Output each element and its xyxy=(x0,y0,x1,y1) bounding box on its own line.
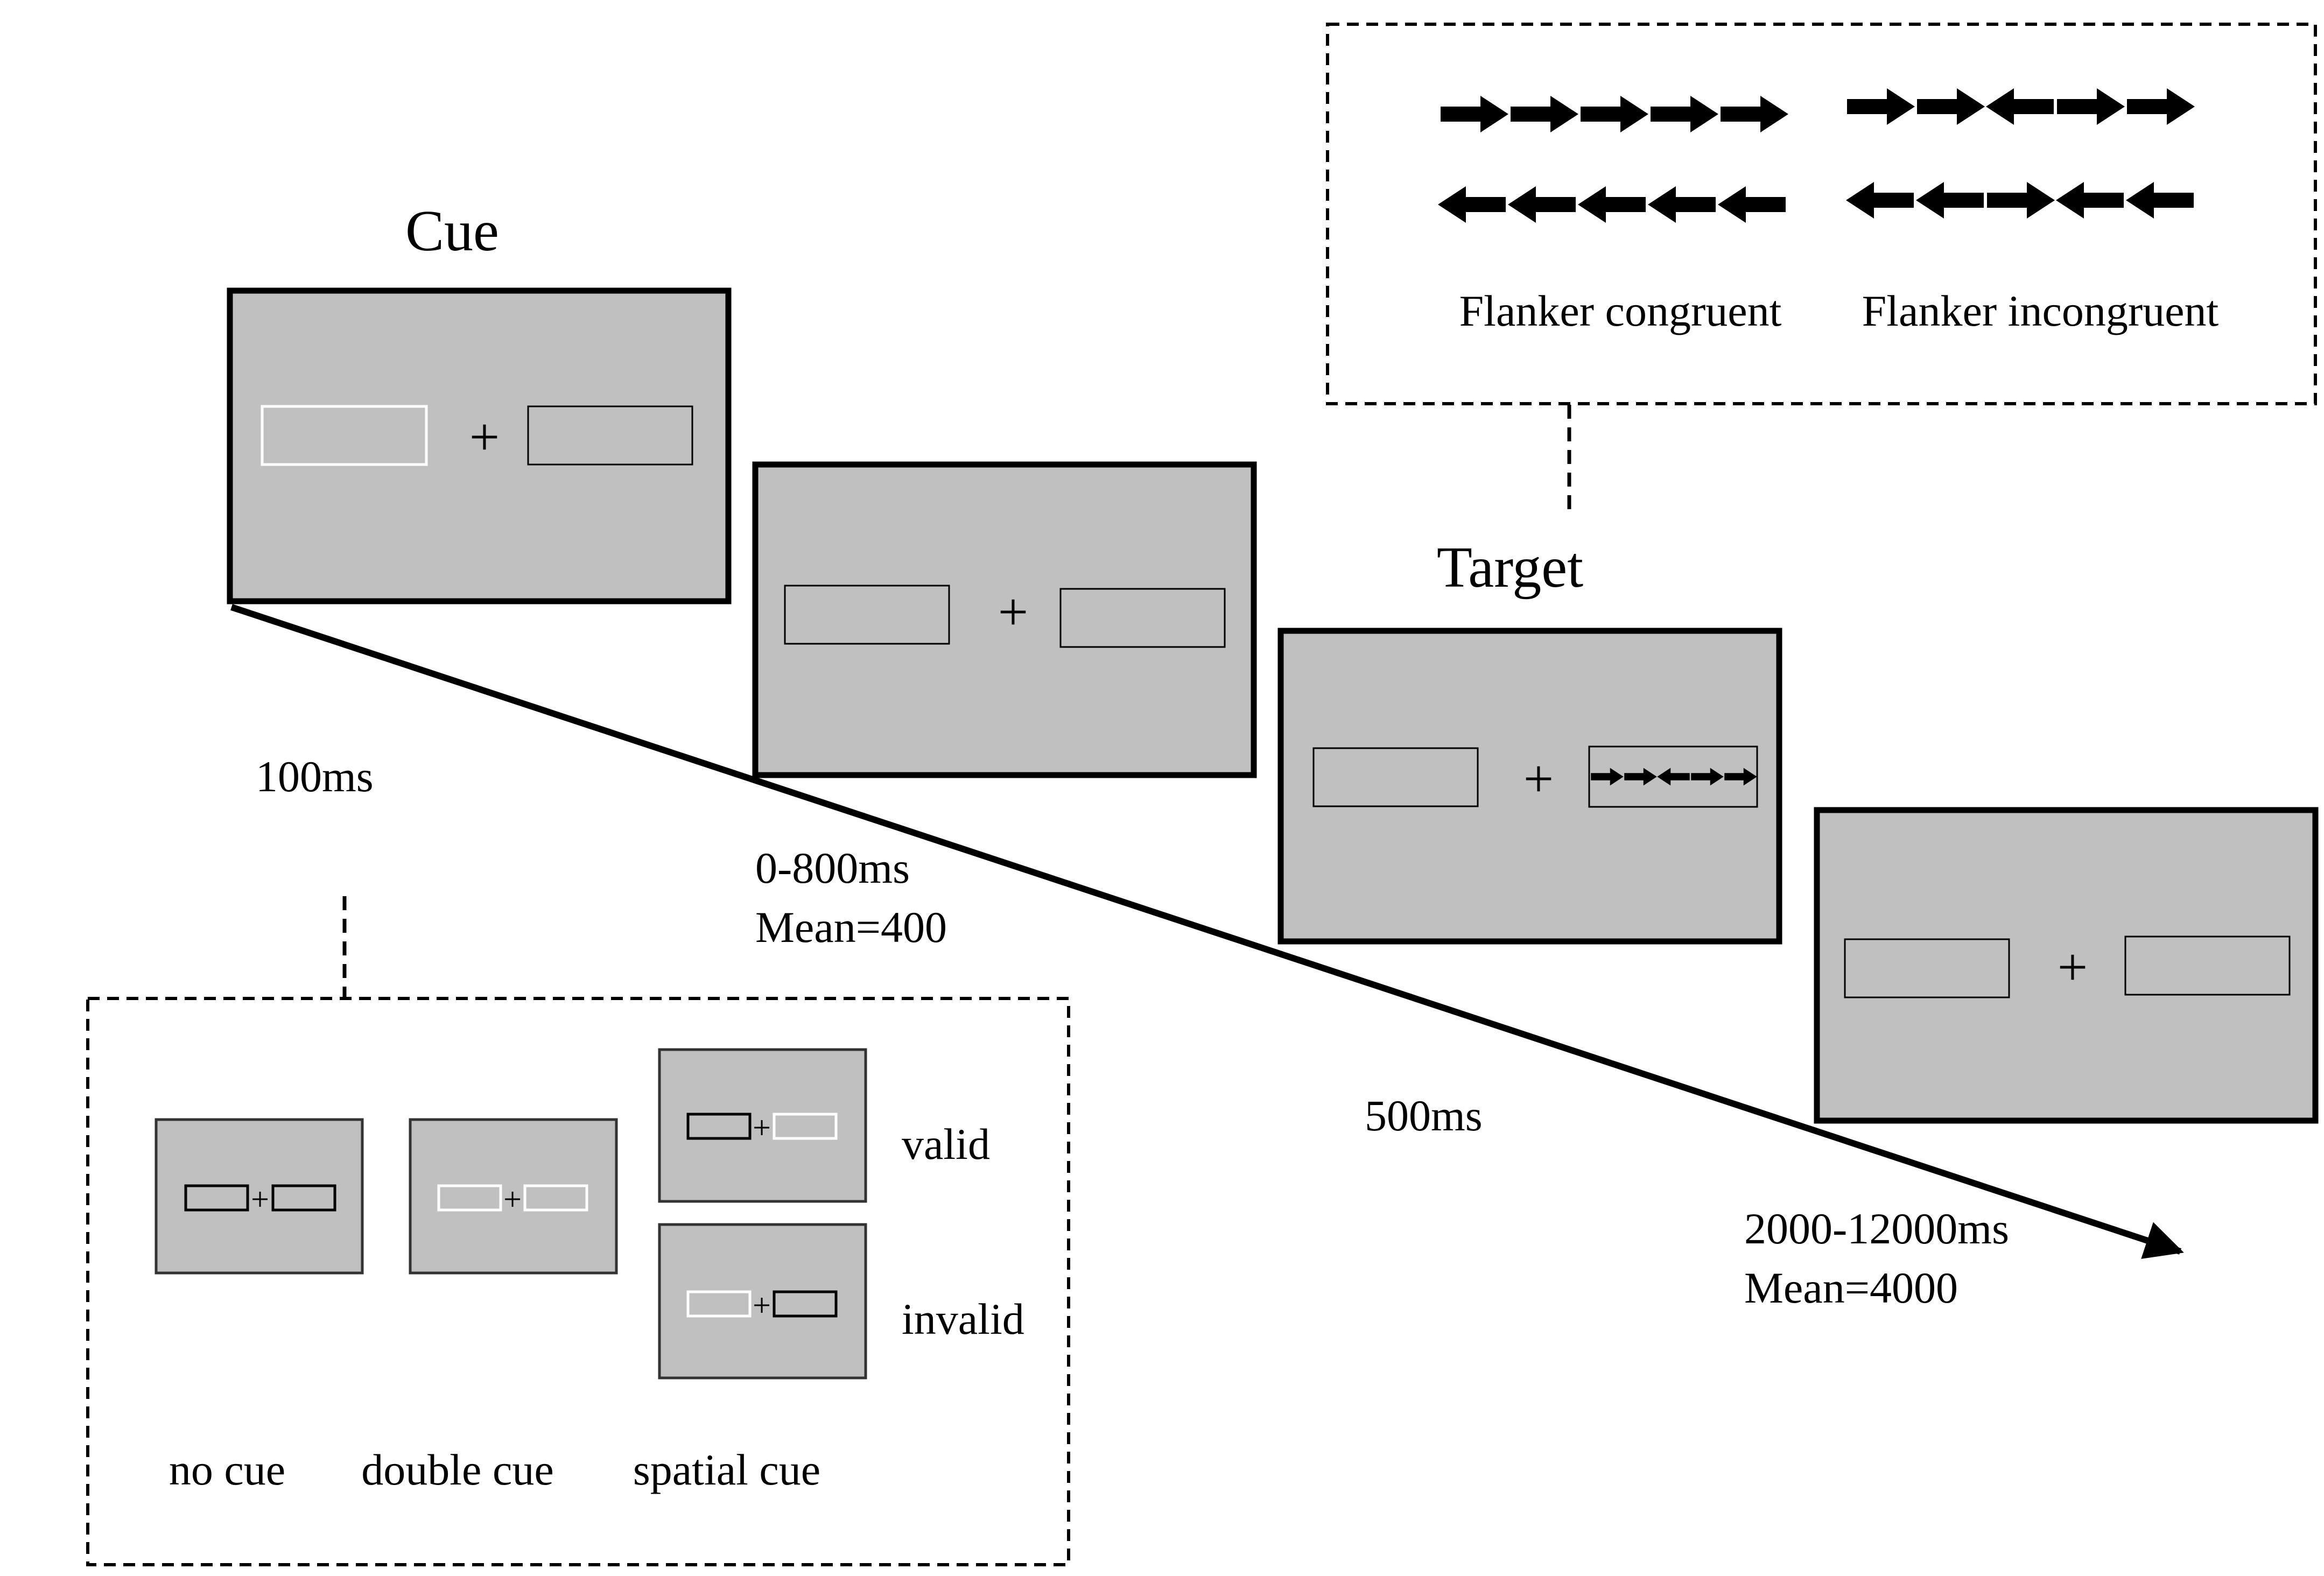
target-screen: + xyxy=(1277,628,1782,945)
timeline-arrow-icon xyxy=(230,604,2184,1259)
arrow-left-icon xyxy=(1718,186,1786,223)
arrow-right-icon xyxy=(1917,88,1985,125)
arrow-left-icon xyxy=(1846,182,1914,219)
iti-screen: + xyxy=(1814,807,2319,1124)
interval-screen: + xyxy=(752,461,1257,778)
arrow-left-icon xyxy=(1438,186,1506,223)
spatial-cue-invalid-screen: + xyxy=(658,1223,867,1380)
iti-range: 2000-12000ms xyxy=(1744,1204,2009,1253)
arrow-left-icon xyxy=(2056,182,2124,219)
arrow-right-icon xyxy=(1651,96,1718,132)
spatial-cue-valid-screen: + xyxy=(658,1048,867,1203)
arrow-left-icon xyxy=(1508,186,1576,223)
arrow-right-icon xyxy=(1987,182,2055,219)
fixation-cross-icon: + xyxy=(1523,749,1554,808)
flanker-incongruent-label: Flanker incongruent xyxy=(1862,286,2219,335)
iti-right-box xyxy=(2124,935,2291,996)
valid-label: valid xyxy=(902,1120,990,1169)
arrow-left-icon xyxy=(1578,186,1646,223)
arrow-left-icon xyxy=(2126,182,2194,219)
arrow-right-icon xyxy=(1721,96,1788,132)
no-cue-screen: + xyxy=(155,1118,364,1275)
arrow-left-icon xyxy=(1916,182,1984,219)
arrow-right-icon xyxy=(2127,88,2195,125)
no-cue-label: no cue xyxy=(169,1445,285,1494)
flanker-panel: Flanker congruent Flanker incongruent xyxy=(1326,23,2317,514)
double-cue-label: double cue xyxy=(361,1445,553,1494)
fixation-cross-icon: + xyxy=(2058,937,2088,997)
fixation-cross-icon: + xyxy=(753,1287,771,1323)
cue-right-box xyxy=(527,405,693,466)
cue-conditions-panel: + + + + valid invalid no cue double cue … xyxy=(86,896,1070,1566)
arrow-right-icon xyxy=(1847,88,1915,125)
fixation-cross-icon: + xyxy=(998,582,1028,642)
target-duration: 500ms xyxy=(1365,1091,1483,1140)
fixation-cross-icon: + xyxy=(503,1181,522,1217)
target-stimulus-box xyxy=(1588,745,1758,808)
target-left-box xyxy=(1312,747,1479,807)
fixation-cross-icon: + xyxy=(753,1110,771,1145)
arrow-right-icon xyxy=(2057,88,2125,125)
arrow-left-icon xyxy=(1648,186,1716,223)
flanker-congruent-arrows xyxy=(1438,96,1788,223)
fixation-cross-icon: + xyxy=(469,407,500,467)
arrow-left-icon xyxy=(1986,88,2054,125)
iti-left-box xyxy=(1844,938,2010,998)
flanker-congruent-label: Flanker congruent xyxy=(1459,286,1782,335)
iti-mean: Mean=4000 xyxy=(1744,1263,1958,1312)
arrow-right-icon xyxy=(1511,96,1578,132)
arrow-right-icon xyxy=(1441,96,1508,132)
spatial-cue-label: spatial cue xyxy=(633,1445,820,1494)
interval-right-box xyxy=(1059,588,1226,648)
flanker-incongruent-arrows xyxy=(1846,88,2195,219)
target-label: Target xyxy=(1437,536,1583,600)
interval-range: 0-800ms xyxy=(755,843,910,892)
cue-label: Cue xyxy=(405,199,499,263)
interval-mean: Mean=400 xyxy=(755,903,947,952)
cue-screen: + xyxy=(227,287,732,604)
arrow-right-icon xyxy=(1581,96,1648,132)
cue-duration: 100ms xyxy=(256,752,374,801)
double-cue-screen: + xyxy=(409,1118,618,1275)
interval-left-box xyxy=(784,585,950,645)
cue-left-box xyxy=(261,405,428,466)
fixation-cross-icon: + xyxy=(251,1181,269,1217)
invalid-label: invalid xyxy=(902,1294,1024,1343)
